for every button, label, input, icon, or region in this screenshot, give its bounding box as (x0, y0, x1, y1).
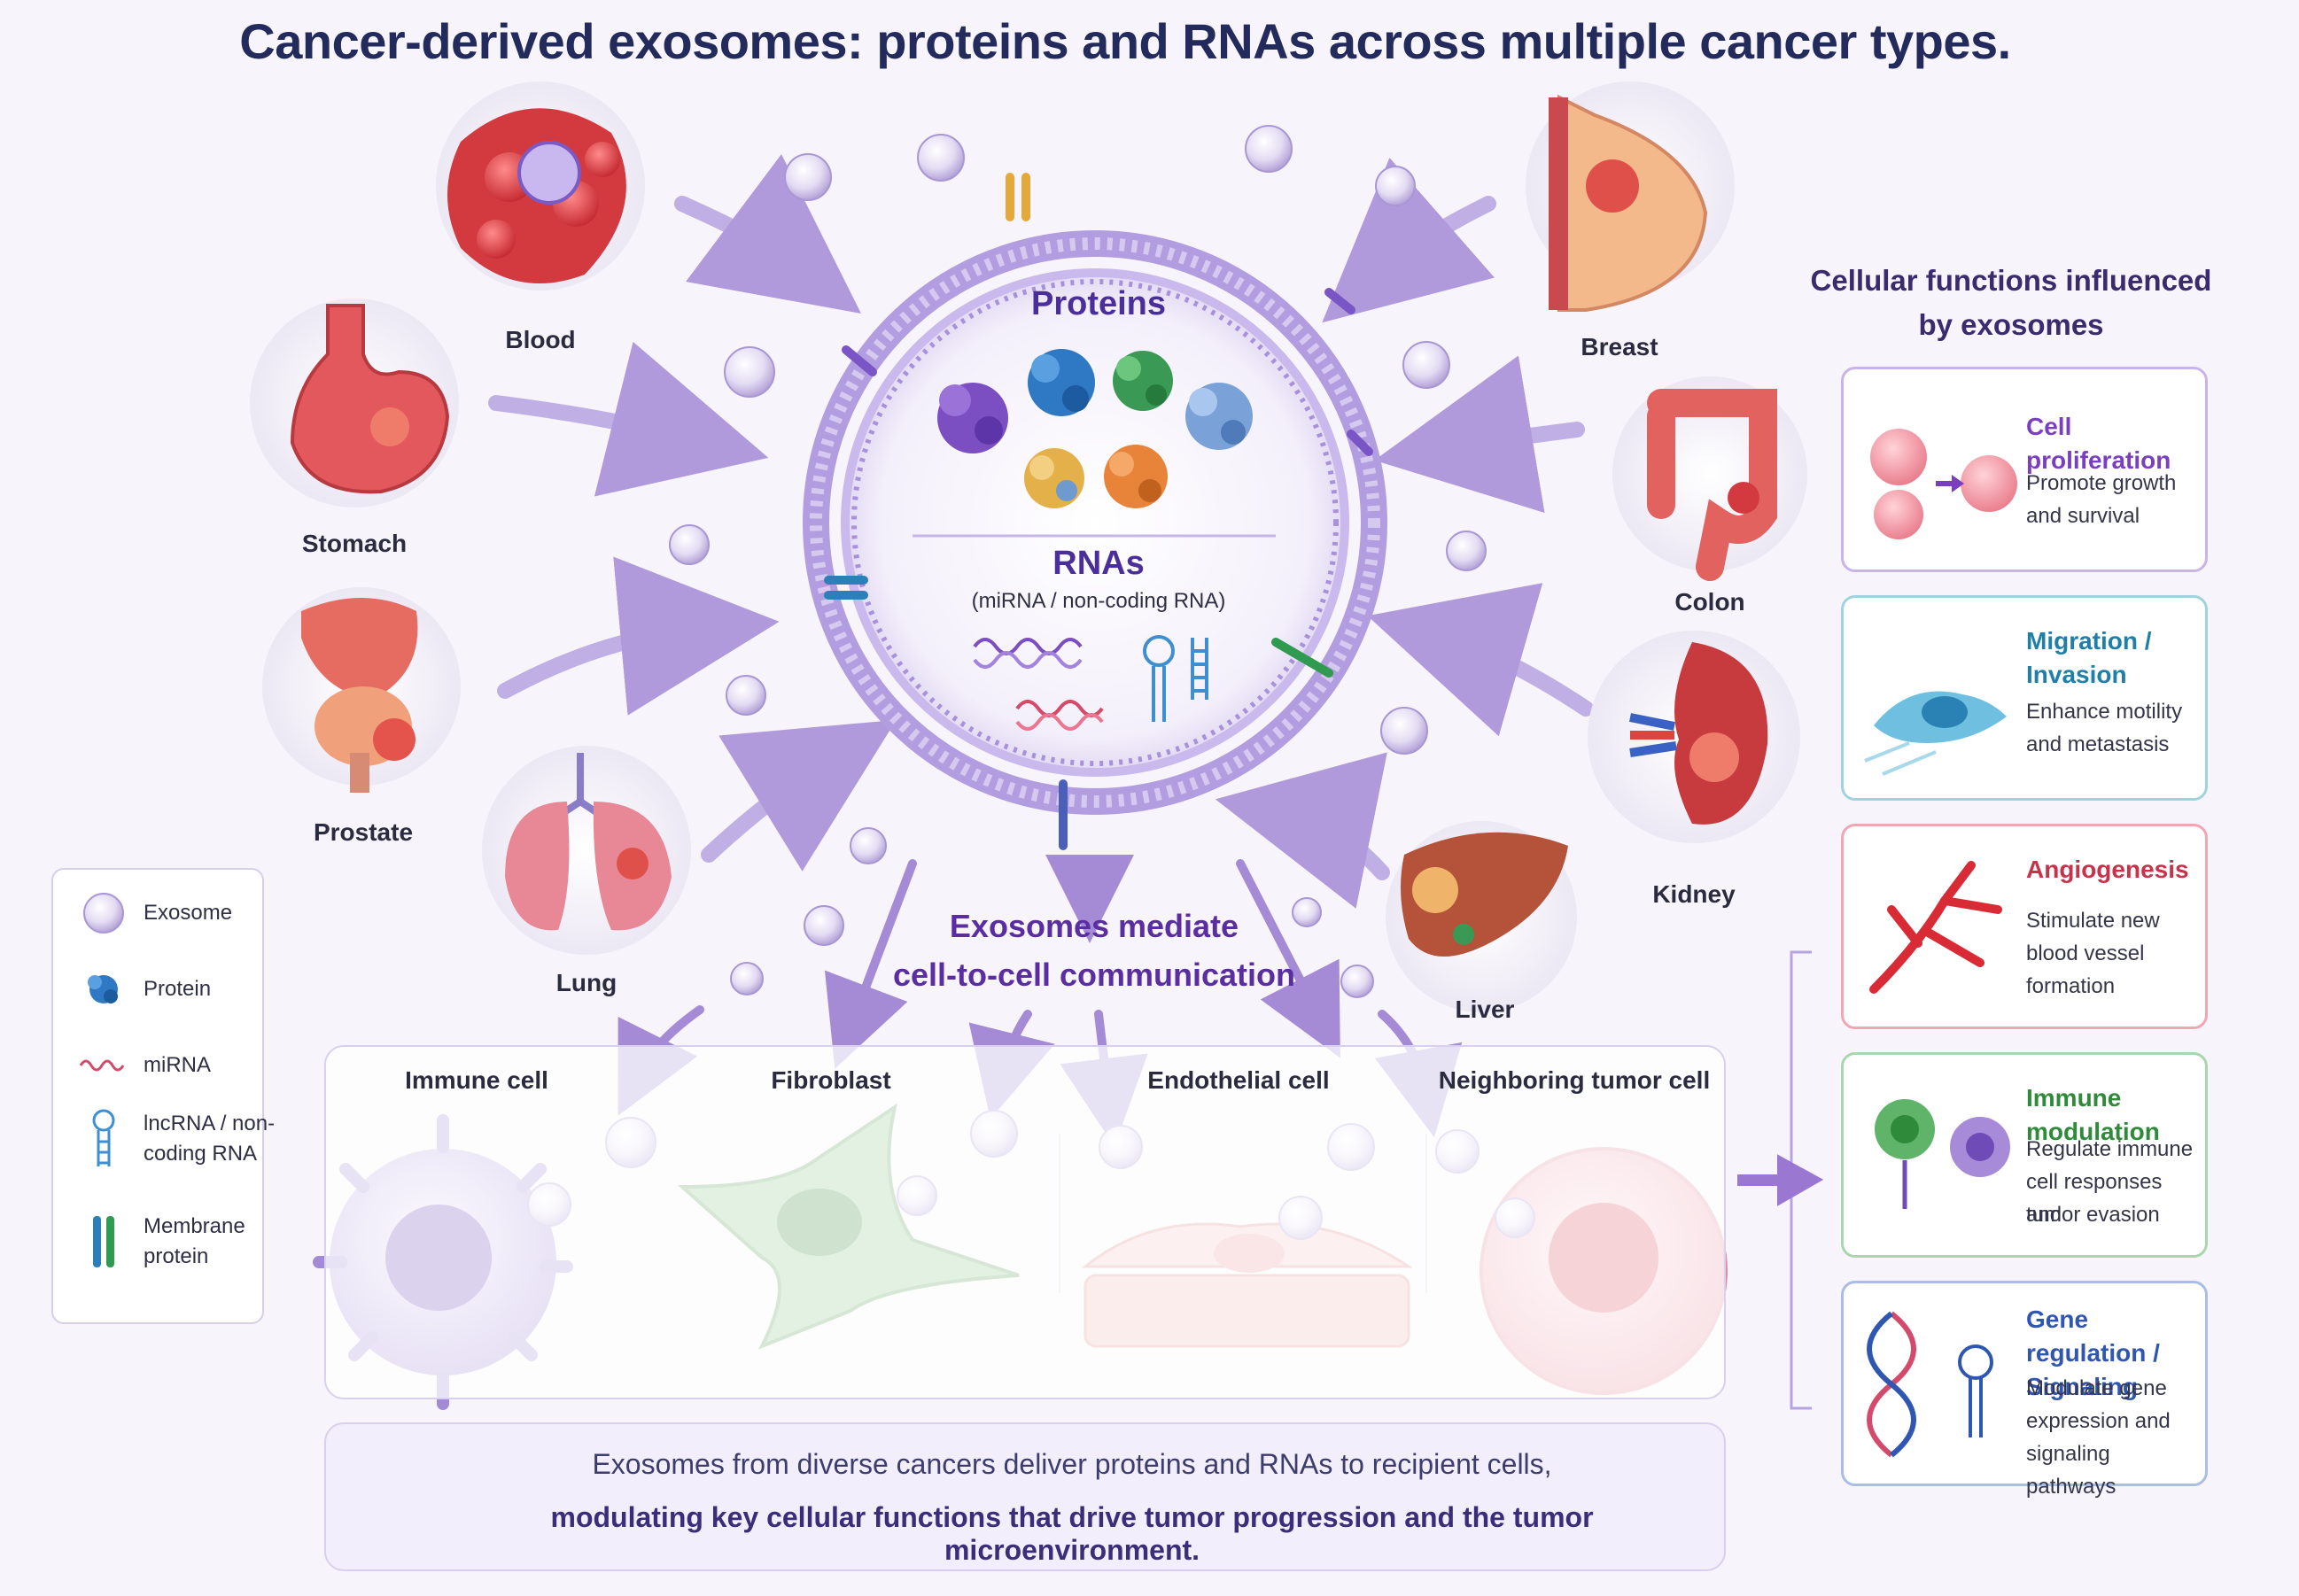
fn-card-migration: Migration / Invasion Enhance motility an… (1841, 595, 2208, 801)
summary-line1: Exosomes from diverse cancers deliver pr… (592, 1448, 1552, 1480)
organ-blood-illustration (436, 81, 645, 291)
arrow-to-panel (1737, 1154, 1824, 1206)
exosome-icon (76, 886, 131, 941)
fn-card-gene-regulation: Gene regulation / Signaling Modulate gen… (1841, 1281, 2208, 1499)
label-blood: Blood (505, 326, 576, 353)
label-tumor-cell: Neighboring tumor cell (1438, 1066, 1711, 1094)
legend-item-lncrna: lncRNA / non-coding RNA (76, 1109, 276, 1169)
organ-liver-illustration (1386, 821, 1577, 1012)
organ-kidney-illustration (1588, 631, 1800, 843)
summary-panel (324, 1422, 1726, 1571)
floating-exosomes (669, 125, 1487, 998)
organ-colon-illustration (1612, 376, 1807, 581)
summary-line2: modulating key cellular functions that d… (550, 1501, 1594, 1566)
rnas-sublabel: (miRNA / non-coding RNA) (971, 589, 1226, 613)
legend-item-membrane-protein: Membrane protein (76, 1212, 276, 1272)
rna-shapes (973, 635, 1208, 731)
angiogenesis-icon (1869, 861, 2002, 994)
label-kidney: Kidney (1652, 880, 1736, 908)
proteins-label: Proteins (1030, 285, 1167, 322)
label-colon: Colon (1674, 588, 1745, 616)
legend-item-exosome: Exosome (76, 886, 276, 941)
fn-card-angiogenesis: Angiogenesis Stimulate new blood vessel … (1841, 824, 2208, 1029)
dna-icon (1867, 1311, 1993, 1458)
fn-card-proliferation: Cell proliferation Promote growth and su… (1841, 367, 2208, 572)
arrow-liver (1215, 752, 1390, 909)
label-stomach: Stomach (301, 530, 408, 557)
arrow-breast (1322, 158, 1496, 323)
functions-panel-title: Cellular functions influenced by exosome… (1810, 264, 2212, 341)
mirna-icon (76, 1038, 131, 1093)
mediate-line1: Exosomes mediate (949, 908, 1239, 944)
arrow-kidney (1367, 583, 1594, 737)
recipient-cells-panel (324, 1045, 1726, 1399)
organ-lung-illustration (482, 746, 691, 955)
organ-to-exosome-arrows (488, 154, 1594, 909)
immune-modulation-icon (1875, 1099, 2010, 1209)
mediate-line2: cell-to-cell communication (892, 957, 1296, 993)
label-immune-cell: Immune cell (405, 1066, 548, 1094)
protein-clusters (937, 349, 1253, 508)
label-prostate: Prostate (313, 818, 414, 846)
arrow-lung (701, 719, 897, 872)
label-breast: Breast (1581, 333, 1658, 360)
arrow-blood (674, 154, 862, 314)
organ-prostate-illustration (262, 587, 461, 793)
lncrna-icon (76, 1109, 131, 1166)
label-lung: Lung (555, 969, 617, 996)
legend-item-mirna: miRNA (76, 1038, 276, 1093)
central-exosome (803, 173, 1387, 850)
legend: Exosome Protein miRNA lncRNA / non-codin… (51, 868, 275, 1324)
label-liver: Liver (1455, 996, 1515, 1023)
arrow-stomach (488, 341, 769, 497)
label-endothelial-cell: Endothelial cell (1147, 1066, 1330, 1094)
organ-breast-illustration (1526, 81, 1735, 312)
fn-card-immune-modulation: Immune modulation Regulate immune cell r… (1841, 1052, 2208, 1258)
migration-icon (1864, 691, 2007, 776)
rnas-label: RNAs (1052, 545, 1145, 582)
arrow-prostate (497, 556, 780, 716)
proliferation-icon (1870, 429, 2017, 539)
membrane-protein-icon (76, 1214, 131, 1269)
legend-item-protein: Protein (76, 962, 276, 1017)
page-title: Cancer-derived exosomes: proteins and RN… (239, 13, 2011, 69)
protein-icon (76, 962, 131, 1017)
arrow-colon (1374, 355, 1585, 513)
label-fibroblast: Fibroblast (771, 1066, 891, 1094)
organ-stomach-illustration (250, 298, 459, 507)
